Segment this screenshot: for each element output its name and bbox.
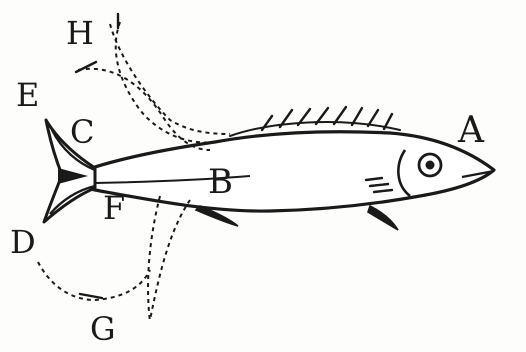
label-d: D <box>10 223 36 261</box>
dashed-line-g <box>150 200 190 320</box>
label-a: A <box>457 110 485 151</box>
label-c: C <box>70 113 94 151</box>
dashed-line-f <box>148 196 160 322</box>
mark-e <box>76 62 96 72</box>
dashed-line-e <box>78 69 210 150</box>
label-b: B <box>208 162 233 202</box>
label-g: G <box>90 310 116 348</box>
mark-d <box>80 294 102 298</box>
fish-pupil <box>426 161 435 170</box>
dashed-line-d <box>38 262 150 300</box>
construction-marks <box>76 14 118 298</box>
label-e: E <box>16 76 39 114</box>
label-h: H <box>66 14 94 52</box>
pelvic-fin <box>368 206 398 230</box>
dashed-line-h-curve <box>116 22 215 143</box>
label-f: F <box>103 189 125 227</box>
